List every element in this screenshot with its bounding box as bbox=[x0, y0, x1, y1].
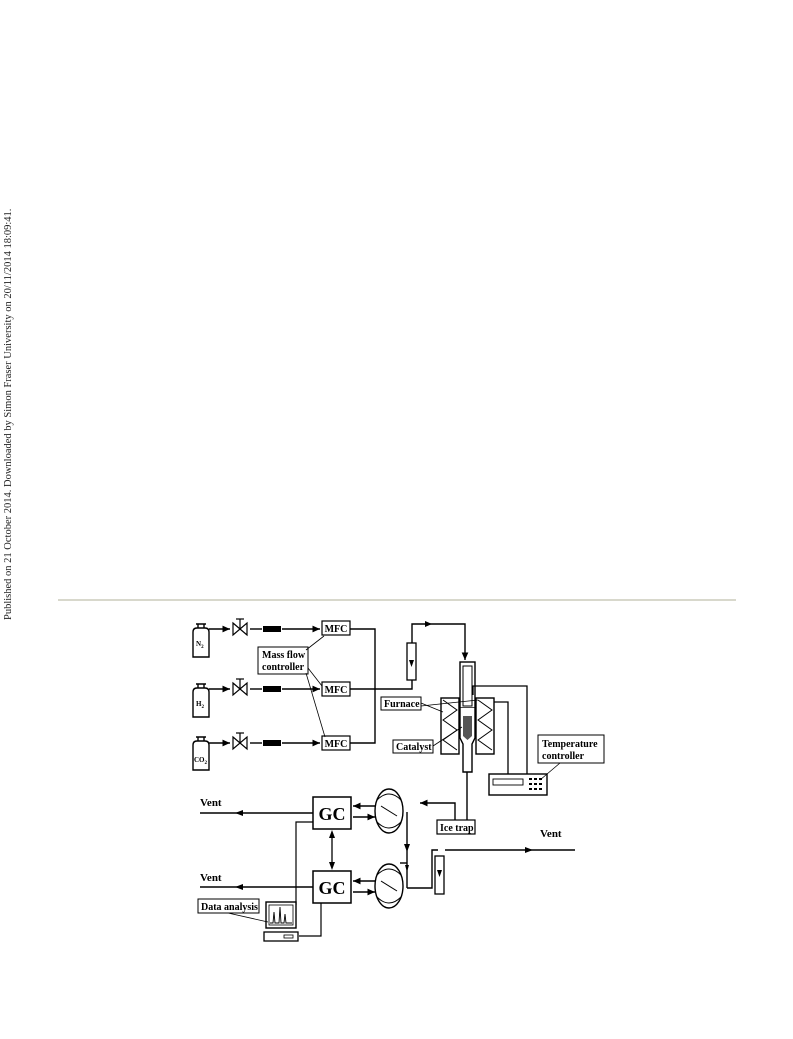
filter-icon bbox=[263, 686, 281, 692]
filter-icons bbox=[263, 626, 281, 746]
flow-arrow bbox=[405, 865, 409, 872]
svg-text:Temperature: Temperature bbox=[542, 739, 598, 750]
cylinder-co2: CO2 bbox=[192, 736, 210, 771]
svg-text:controller: controller bbox=[262, 662, 305, 673]
cylinder-h2: H2 bbox=[192, 683, 210, 718]
thermocouple-wiring bbox=[472, 685, 528, 774]
gc-bottom: GC bbox=[312, 870, 352, 904]
svg-text:Ice trap: Ice trap bbox=[440, 823, 474, 834]
mixing-manifold bbox=[350, 623, 469, 744]
gc-top: GC bbox=[312, 796, 352, 830]
catalyst-bed bbox=[463, 716, 472, 740]
computer-icon bbox=[263, 901, 299, 942]
flow-arrow bbox=[425, 621, 432, 627]
flow-arrow bbox=[525, 847, 533, 853]
svg-text:Data analysis: Data analysis bbox=[201, 902, 258, 913]
gas-feed-lines bbox=[209, 625, 320, 747]
cylinder-n2-label: N2 bbox=[196, 640, 204, 650]
rotameter-icon bbox=[434, 855, 445, 895]
rotameter-icon bbox=[406, 642, 417, 681]
catalyst-callout: Catalyst bbox=[392, 726, 463, 754]
section-divider bbox=[58, 599, 736, 601]
ice-trap: Ice trap bbox=[436, 819, 476, 835]
svg-text:MFC: MFC bbox=[325, 624, 348, 635]
svg-text:MFC: MFC bbox=[325, 739, 348, 750]
sampling-valve-top bbox=[374, 788, 404, 834]
svg-text:GC: GC bbox=[319, 804, 346, 824]
needle-valve-icon bbox=[232, 732, 248, 751]
mfc-h2: MFC bbox=[321, 681, 351, 697]
filter-icon bbox=[263, 626, 281, 632]
data-cables bbox=[295, 821, 322, 937]
cylinder-co2-label: CO2 bbox=[194, 756, 208, 766]
furnace-callout: Furnace bbox=[380, 696, 479, 713]
vent-label-bottom: Vent bbox=[200, 872, 222, 884]
sampling-lines bbox=[400, 799, 575, 889]
vent-label-right: Vent bbox=[540, 828, 562, 840]
data-analysis-callout: Data analysis bbox=[197, 898, 269, 923]
mfc-n2: MFC bbox=[321, 620, 351, 636]
svg-text:Furnace: Furnace bbox=[384, 699, 420, 710]
flow-arrow bbox=[404, 844, 410, 852]
svg-text:Mass flow: Mass flow bbox=[262, 650, 306, 661]
furnace bbox=[440, 697, 495, 755]
reactor-tube bbox=[459, 661, 476, 773]
needle-valve-icon bbox=[232, 618, 248, 637]
svg-text:MFC: MFC bbox=[325, 685, 348, 696]
valve-icons bbox=[232, 618, 248, 751]
temperature-controller bbox=[488, 773, 548, 796]
svg-text:controller: controller bbox=[542, 751, 585, 762]
cylinder-n2: N2 bbox=[192, 623, 210, 658]
svg-text:Catalyst: Catalyst bbox=[396, 742, 432, 753]
mass-flow-controller-callout: Mass flow controller bbox=[257, 635, 326, 738]
mfc-co2: MFC bbox=[321, 735, 351, 751]
svg-text:GC: GC bbox=[319, 878, 346, 898]
needle-valve-icon bbox=[232, 678, 248, 697]
vent-lines bbox=[200, 812, 313, 888]
filter-icon bbox=[263, 740, 281, 746]
temperature-controller-callout: Temperature controller bbox=[537, 734, 605, 781]
vent-label-top: Vent bbox=[200, 797, 222, 809]
sampling-valve-bottom bbox=[374, 863, 404, 909]
cylinder-h2-label: H2 bbox=[196, 700, 204, 710]
valve-gc-lines bbox=[353, 802, 375, 896]
